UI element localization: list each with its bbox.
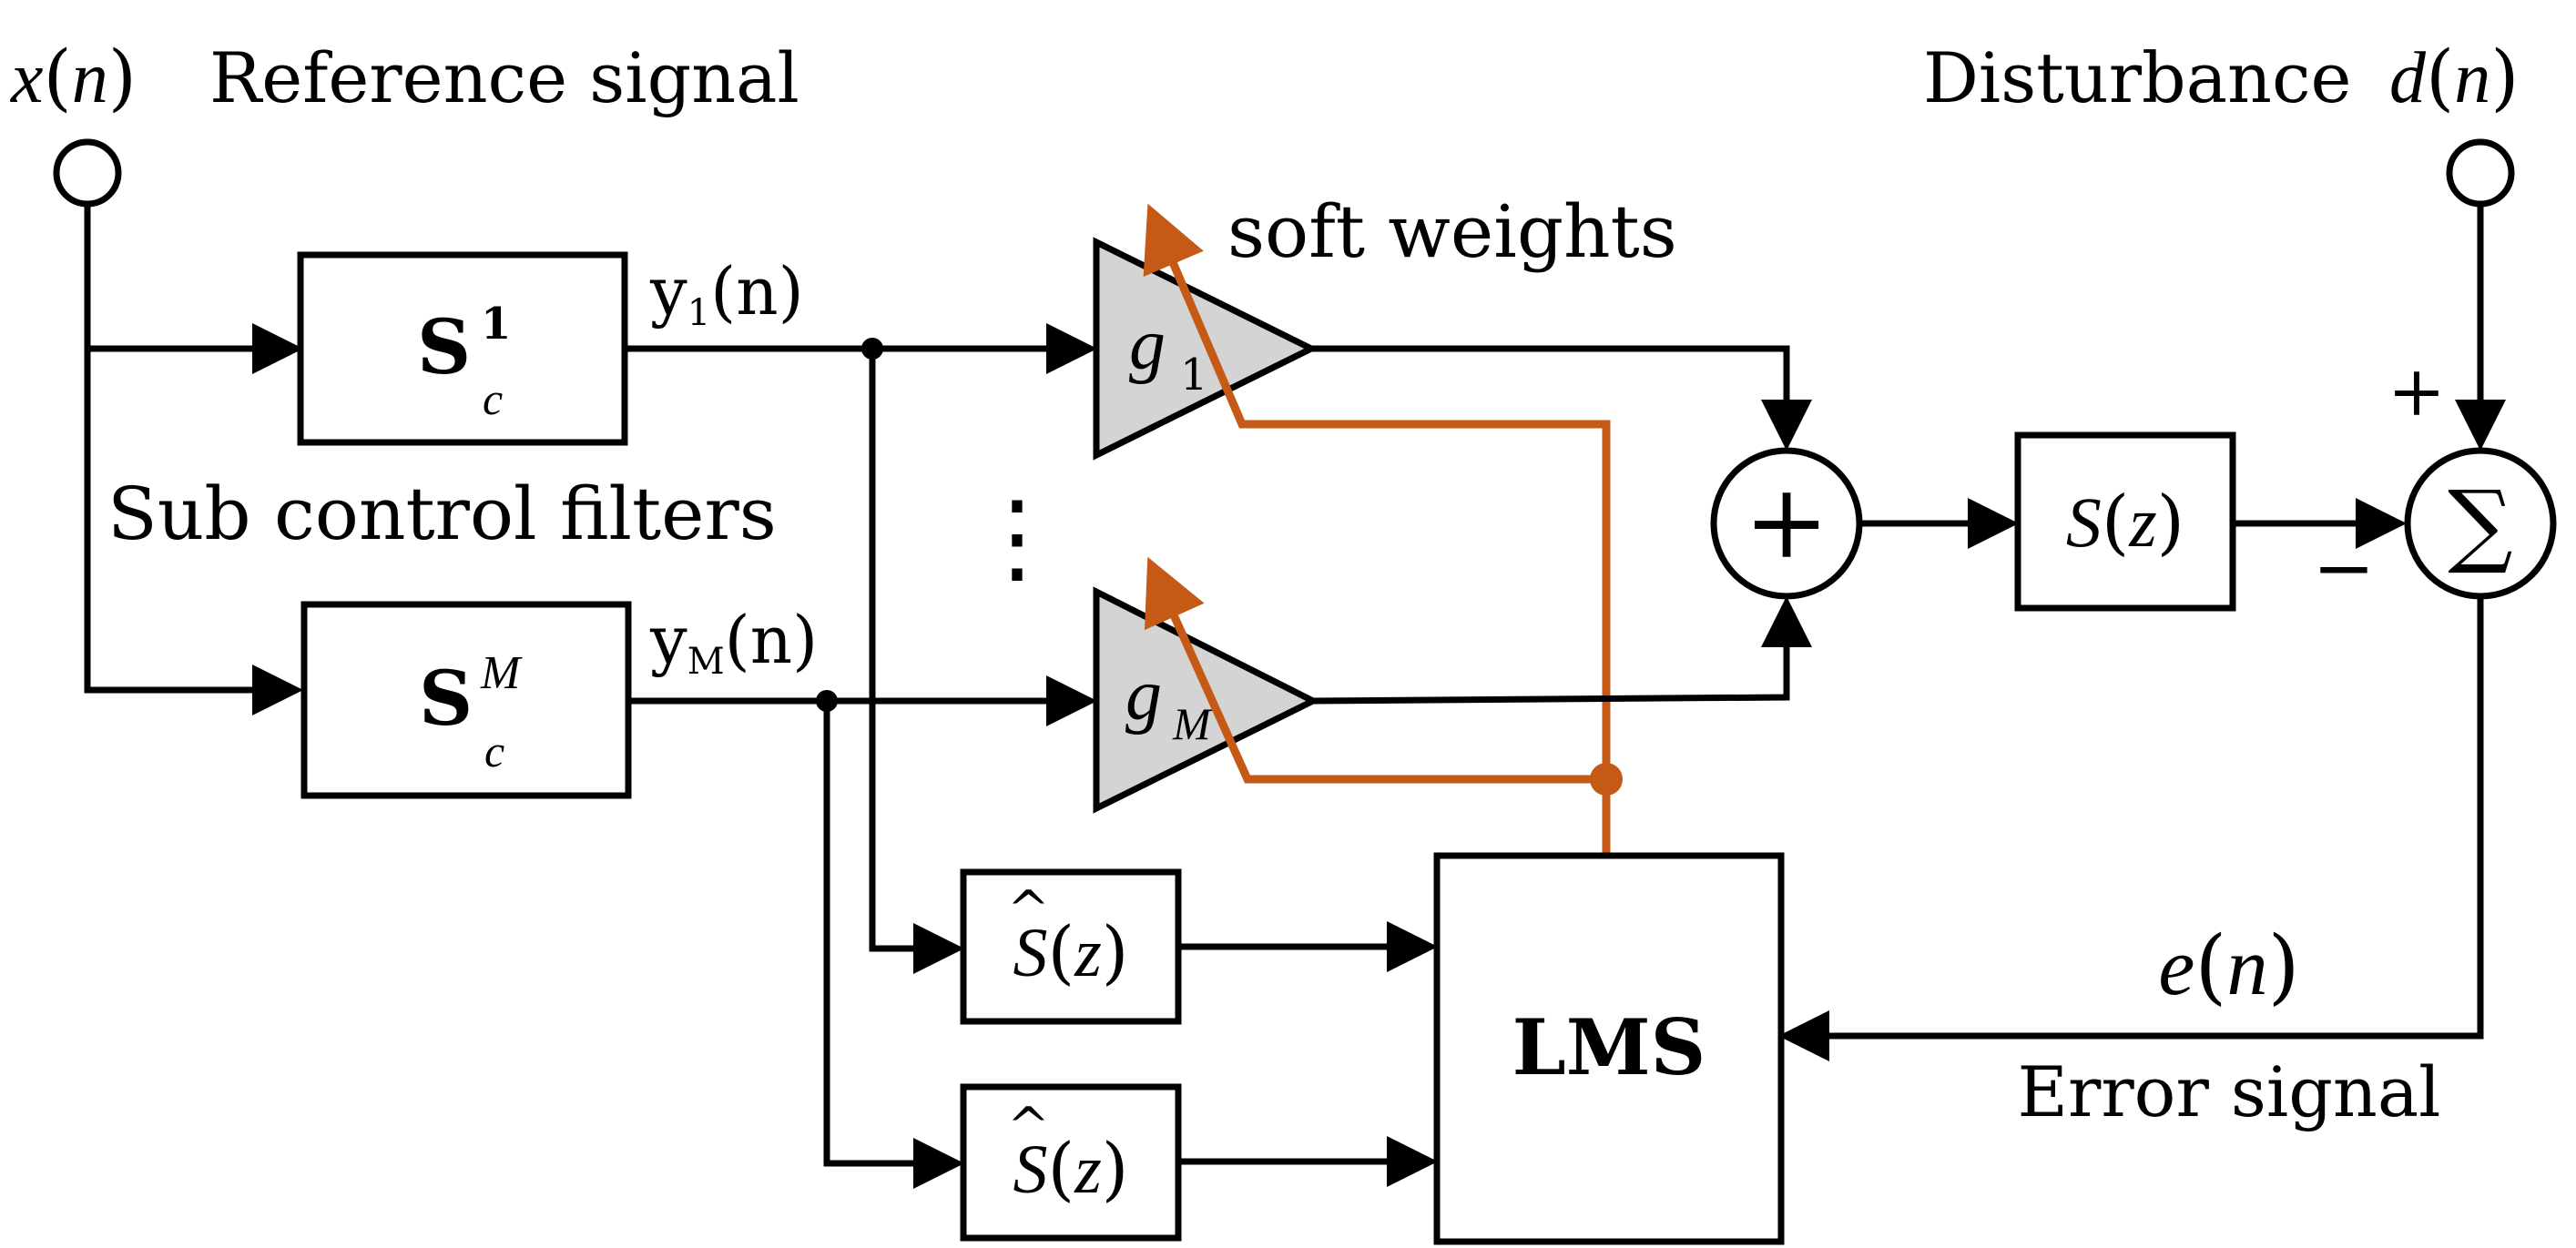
svg-text:e(n): e(n) [2158,918,2299,1014]
filter-output-wires [625,323,1097,1189]
reference-terminal [53,138,122,208]
reference-arg: n [72,38,108,118]
svg-text:yM(n): yM(n) [649,602,818,683]
reference-symbol: x [10,38,44,118]
sub-filter-1-base: S [417,304,471,391]
yM-sub: M [687,641,725,683]
error-symbol: e [2158,922,2194,1012]
gain-M-triangle [1093,586,1320,814]
reference-signal-label: Reference signal [209,37,799,118]
sum-junction: ∑ + − [2313,350,2557,612]
estimate-1-arg: z [1074,915,1102,991]
soft-weights-label: soft weights [1227,189,1677,274]
plant-func: S [2066,482,2102,562]
sub-filter-M-box [300,601,632,799]
summer: + [1710,447,1863,600]
gain-M-base: g [1125,655,1162,736]
sub-filter-M: S M c [300,601,632,799]
gain-1-sub: 1 [1180,350,1208,401]
sum-minus-sign: − [2313,525,2376,612]
svg-text:S(z): S(z) [1013,911,1129,992]
gain-1: g 1 [1093,237,1319,461]
estimate-2-func: S [1013,1131,1048,1208]
estimate-1-func: S [1013,915,1048,991]
error-wire [1778,596,2484,1061]
disturbance-symbol: d [2389,38,2427,118]
gain-M: g M [1093,586,1320,814]
lms-label: LMS [1512,1002,1706,1092]
yM-base: y [649,602,687,678]
sub-filter-M-sub: c [484,725,504,776]
y1-sub: 1 [687,292,710,334]
estimate-2-arg: z [1074,1131,1102,1208]
gain-ellipsis: ⋮ [967,479,1067,595]
sub-control-filters-label: Sub control filters [107,472,777,556]
sub-filter-M-sup: M [480,647,523,699]
sum-plus-sign: + [2388,350,2446,431]
weight-update-junction [1590,763,1623,796]
y1-base: y [649,253,687,330]
svg-text:d(n): d(n) [2389,35,2519,119]
signal-yM-label: yM(n) [649,602,818,683]
error-signal-label: e(n) Error signal [2018,918,2441,1132]
error-arg: n [2226,922,2267,1012]
svg-text:y1(n): y1(n) [649,253,804,334]
yM-arg: (n) [725,602,819,678]
gain-sum-wires [1311,345,1812,705]
estimate-1-hat: ^ [1007,880,1050,939]
plant-arg: z [2128,482,2156,562]
signal-y1-label: y1(n) [649,253,804,334]
sub-filter-M-base: S [419,655,473,743]
plant-block: S(z) [2014,431,2236,612]
estimate-2-hat: ^ [1007,1097,1050,1156]
disturbance-label: Disturbance [1923,37,2352,118]
estimate-1: S(z) ^ [960,868,1182,1025]
gain-1-triangle [1093,237,1319,461]
disturbance-input: Disturbance d(n) [1923,35,2519,451]
summer-plus: + [1744,463,1829,582]
disturbance-arg: n [2454,38,2490,118]
sub-filter-1: S 1 c [297,251,628,446]
svg-text:S(z): S(z) [1013,1128,1129,1209]
sub-filter-1-sub: c [483,373,503,424]
sum-junction-symbol: ∑ [2448,471,2512,577]
gain-M-sub: M [1172,698,1213,749]
junction-yM [816,690,838,712]
lms-box [1433,852,1785,1245]
estimate-2: S(z) ^ [960,1083,1182,1242]
weight-update-paths [1143,203,1623,856]
error-label: Error signal [2018,1051,2441,1132]
junction-y1 [861,338,883,360]
svg-text:S(z): S(z) [2066,482,2184,563]
sub-filter-1-sup: 1 [481,299,511,350]
lms-block: LMS [1433,852,1785,1245]
reference-input: x(n) Reference signal [10,35,799,208]
svg-text:x(n): x(n) [10,35,137,119]
y1-arg: (n) [710,253,804,330]
reference-wires [84,204,303,715]
disturbance-terminal [2446,138,2515,208]
gain-1-base: g [1129,305,1166,385]
estimate-2-box [960,1083,1182,1242]
estimate-to-lms-wires [1178,921,1438,1187]
